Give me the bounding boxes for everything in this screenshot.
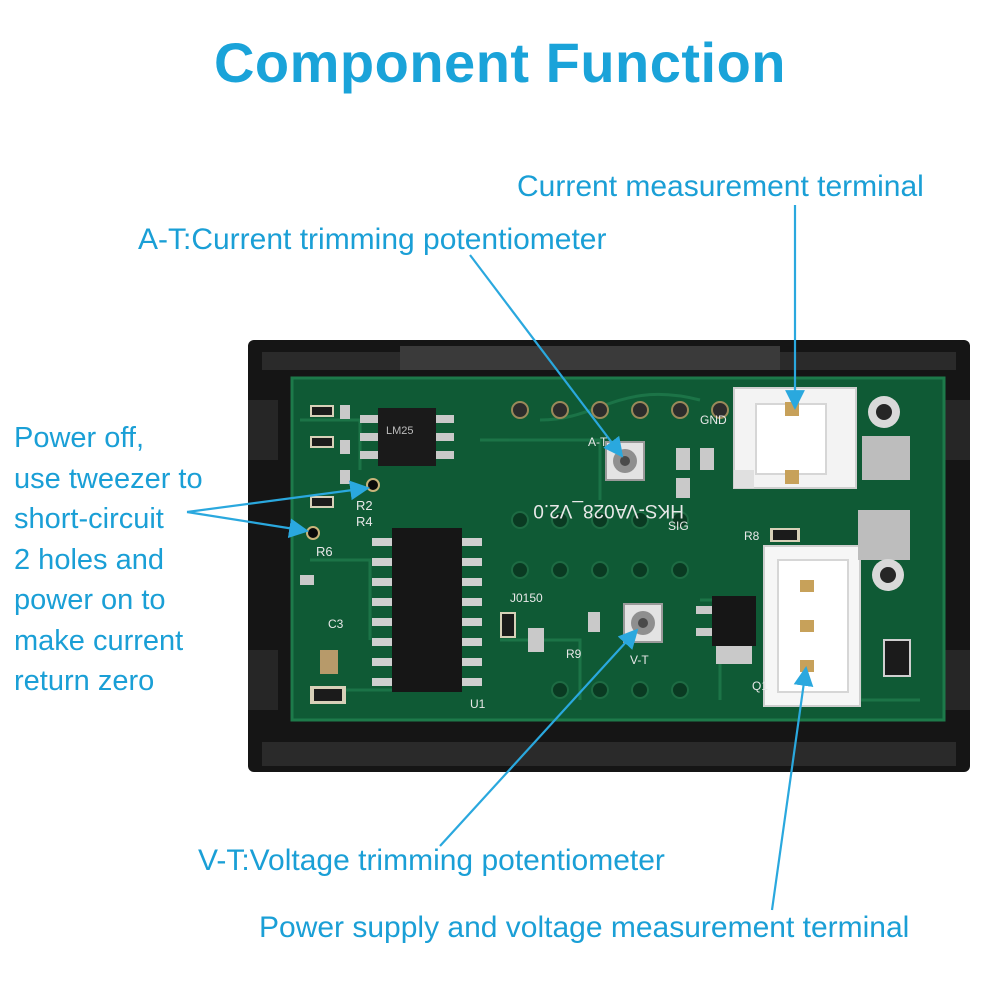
silk-gnd: GND <box>700 413 727 427</box>
short-hole-2 <box>306 526 320 540</box>
regulator-ic <box>378 408 436 466</box>
silk-q1: Q1 <box>752 679 768 693</box>
silk-date: J0150 <box>510 591 543 605</box>
power-off-line: return zero <box>14 665 155 697</box>
board-model-text: HKS-VA028_V2.0 <box>533 500 684 521</box>
silk-vt: V-T <box>630 653 649 667</box>
silk-r6: R6 <box>316 544 333 559</box>
page-title: Component Function <box>213 31 786 94</box>
silk-r8: R8 <box>744 529 760 543</box>
silk-c3: C3 <box>328 617 344 631</box>
transistor-q1 <box>712 596 756 646</box>
silk-r2: R2 <box>356 498 373 513</box>
smd-components <box>300 405 911 704</box>
label-current-terminal: Current measurement terminal <box>517 170 924 203</box>
main-chip-u1 <box>392 528 462 692</box>
vt-potentiometer <box>623 603 663 643</box>
power-off-line: short-circuit <box>14 503 164 535</box>
ic-marking: LM25 <box>386 425 414 437</box>
power-off-line: use tweezer to <box>14 462 203 495</box>
at-potentiometer <box>605 441 645 481</box>
label-power-off-instructions: Power off, use tweezer to short-circuit … <box>14 418 203 702</box>
silk-u1: U1 <box>470 697 486 711</box>
current-terminal-connector <box>733 387 857 489</box>
power-terminal-connector <box>763 545 861 707</box>
power-off-line: Power off, <box>14 422 145 454</box>
label-vt-pot: V-T:Voltage trimming potentiometer <box>198 844 665 877</box>
silk-r9: R9 <box>566 647 582 661</box>
label-at-pot: A-T:Current trimming potentiometer <box>138 223 607 256</box>
power-off-line: make current <box>14 624 184 657</box>
silk-sig: SIG <box>668 519 689 533</box>
short-hole-1 <box>366 478 380 492</box>
mounting-pads <box>858 396 910 591</box>
power-off-line: power on to <box>14 584 166 616</box>
label-power-terminal: Power supply and voltage measurement ter… <box>259 911 910 944</box>
silk-r4: R4 <box>356 514 373 529</box>
power-off-line: 2 holes and <box>14 543 164 576</box>
silk-at: A-T <box>588 435 608 449</box>
